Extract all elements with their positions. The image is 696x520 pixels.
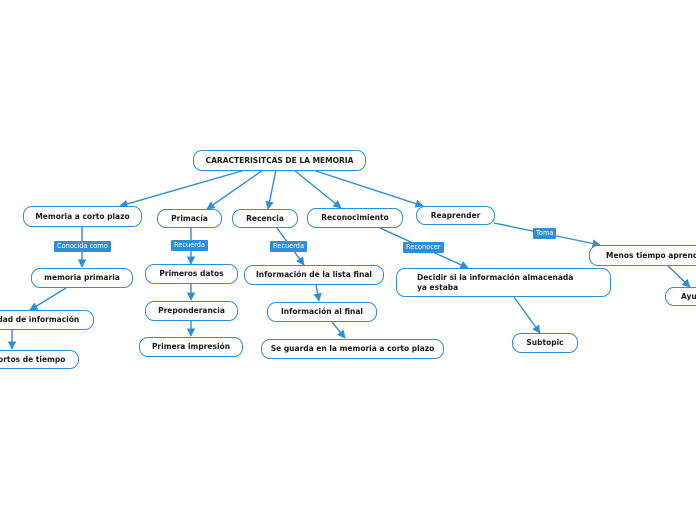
edge-root-reaprender — [312, 169, 424, 208]
topic-preponderancia[interactable]: Preponderancia — [145, 301, 238, 321]
topic-cortos-tiempo[interactable]: cortos de tiempo — [0, 350, 79, 369]
topic-subtopic[interactable]: Subtopic — [512, 333, 578, 353]
edge-lista-final — [313, 284, 322, 302]
topic-recencia[interactable]: Recencia — [232, 209, 298, 228]
edge-menos-ayuda — [667, 265, 691, 288]
label-recuerda-recencia: Recuerda — [270, 241, 308, 252]
topic-reconocimiento[interactable]: Reconocimiento — [307, 208, 403, 228]
topic-memoria-corto-plazo[interactable]: Memoria a corto plazo — [23, 206, 142, 227]
edge-primaria-cantidad — [29, 287, 67, 311]
topic-menos-tiempo[interactable]: Menos tiempo aprender — [589, 245, 696, 266]
topic-primera-impresion[interactable]: Primera impresión — [139, 337, 243, 357]
topic-cantidad-informacion[interactable]: idad de información — [0, 310, 94, 330]
topic-ayuda[interactable]: Ayu — [665, 287, 696, 306]
label-reconocer: Reconocer — [403, 242, 444, 253]
topic-informacion-lista-final[interactable]: Información de la lista final — [244, 265, 384, 285]
edge-root-recencia — [265, 169, 277, 210]
topic-reaprender[interactable]: Reaprender — [416, 206, 495, 225]
topic-decidir[interactable]: Decidir si la información almacenada ya … — [396, 268, 611, 297]
central-topic[interactable]: CARACTERISITCAS DE LA MEMORIA — [193, 150, 366, 171]
topic-se-guarda[interactable]: Se guarda en la memoria a corto plazo — [261, 339, 444, 359]
edge-final-guarda — [331, 321, 346, 339]
topic-memoria-primaria[interactable]: memoria primaria — [31, 268, 133, 288]
topic-primacia[interactable]: Primacía — [157, 209, 222, 228]
topic-primeros-datos[interactable]: Primeros datos — [145, 264, 238, 284]
topic-informacion-al-final[interactable]: Información al final — [267, 302, 377, 322]
edge-root-primacia — [206, 169, 264, 210]
label-conocida-como: Conocida como — [54, 241, 111, 252]
edge-root-memoria — [119, 169, 246, 208]
label-toma: Toma — [533, 228, 557, 239]
edge-root-reconocimiento — [293, 169, 342, 209]
label-recuerda-primacia: Recuerda — [171, 240, 209, 251]
edge-decidir-subtopic — [513, 296, 541, 334]
